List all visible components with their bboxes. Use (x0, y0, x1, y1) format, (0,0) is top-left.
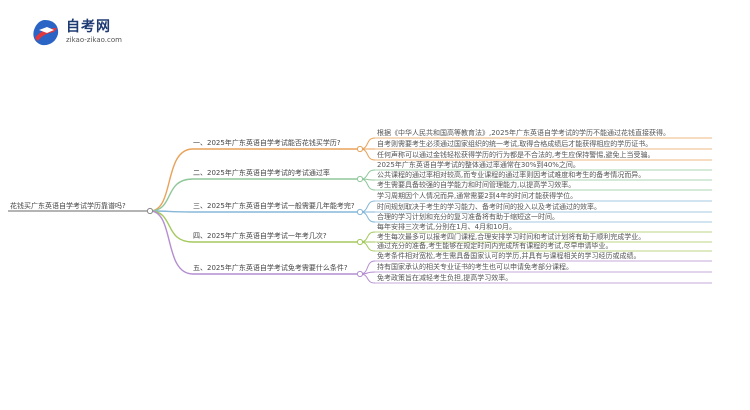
leaf-node-3-1[interactable]: 学习周期因个人情况而异,通常需要2到4年的时间才能获得学位。 (377, 192, 578, 200)
branch-collapse-toggle-2[interactable] (356, 175, 364, 183)
logo-url: zikao-zikao.com (66, 36, 122, 44)
leaf-node-1-3[interactable]: 任何声称可以通过金钱轻松获得学历的行为都是不合法的,考生应保持警惕,避免上当受骗… (377, 151, 655, 159)
logo-title: 自考网 (66, 19, 111, 35)
branch-collapse-toggle-1[interactable] (356, 145, 364, 153)
branch-node-5[interactable]: 五、2025年广东英语自学考试免考需要什么条件? (193, 264, 348, 272)
root-node-label[interactable]: 花钱买广东英语自学考试学历靠谱吗? (10, 202, 126, 210)
leaf-node-5-3[interactable]: 免考政策旨在减轻考生负担,提高学习效率。 (377, 274, 513, 282)
branch-node-1[interactable]: 一、2025年广东英语自学考试能否花钱买学历? (193, 139, 341, 147)
root-collapse-toggle[interactable] (146, 207, 154, 215)
branch-collapse-toggle-5[interactable] (356, 270, 364, 278)
leaf-node-2-3[interactable]: 考生需要具备较强的自学能力和时间管理能力,以提高学习效率。 (377, 181, 576, 189)
site-logo[interactable]: 自考网 zikao-zikao.com (30, 14, 140, 54)
branch-collapse-toggle-4[interactable] (356, 238, 364, 246)
branch-collapse-toggle-3[interactable] (356, 208, 364, 216)
branch-node-4[interactable]: 四、2025年广东英语自学考试一年考几次? (193, 232, 327, 240)
branch-connector-4 (149, 210, 194, 243)
leaf-node-1-1[interactable]: 根据《中华人民共和国高等教育法》,2025年广东英语自学考试的学历不能通过花钱直… (377, 129, 671, 137)
branch-node-2[interactable]: 二、2025年广东英语自学考试的考试通过率 (193, 169, 330, 177)
leaf-node-3-3[interactable]: 合理的学习计划和充分的复习准备将有助于缩短这一时间。 (377, 213, 559, 221)
graduation-cap-icon (33, 20, 59, 46)
branch-connector-2 (149, 178, 194, 212)
leaf-node-4-2[interactable]: 考生每次最多可以报考四门课程,合理安排学习时间和考试计划将有助于顺利完成学业。 (377, 233, 646, 241)
leaf-node-5-1[interactable]: 免考条件相对宽松,考生需具备国家认可的学历,并具有与课程相关的学习经历或成绩。 (377, 252, 641, 260)
leaf-node-2-1[interactable]: 2025年广东英语自学考试的整体通过率通常在30%到40%之间。 (377, 161, 580, 169)
branch-connector-1 (149, 148, 194, 212)
branch-connector-5 (149, 210, 194, 275)
branch-node-3[interactable]: 三、2025年广东英语自学考试一般需要几年能考完? (193, 202, 355, 210)
leaf-node-2-2[interactable]: 公共课程的通过率相对较高,而专业课程的通过率则因考试难度和考生的备考情况而异。 (377, 171, 646, 179)
leaf-node-4-3[interactable]: 通过充分的准备,考生能够在规定时间内完成所有课程的考试,尽早申请毕业。 (377, 242, 613, 250)
leaf-node-5-2[interactable]: 持有国家承认的相关专业证书的考生也可以申请免考部分课程。 (377, 263, 573, 271)
leaf-node-4-1[interactable]: 每年安排三次考试,分别在1月、4月和10月。 (377, 223, 517, 231)
leaf-node-1-2[interactable]: 自考则需要考生必须通过国家组织的统一考试,取得合格成绩后才能获得相应的学历证书。 (377, 140, 653, 148)
leaf-node-3-2[interactable]: 时间规划取决于考生的学习能力、备考时间的投入以及考试通过的效率。 (377, 203, 601, 211)
